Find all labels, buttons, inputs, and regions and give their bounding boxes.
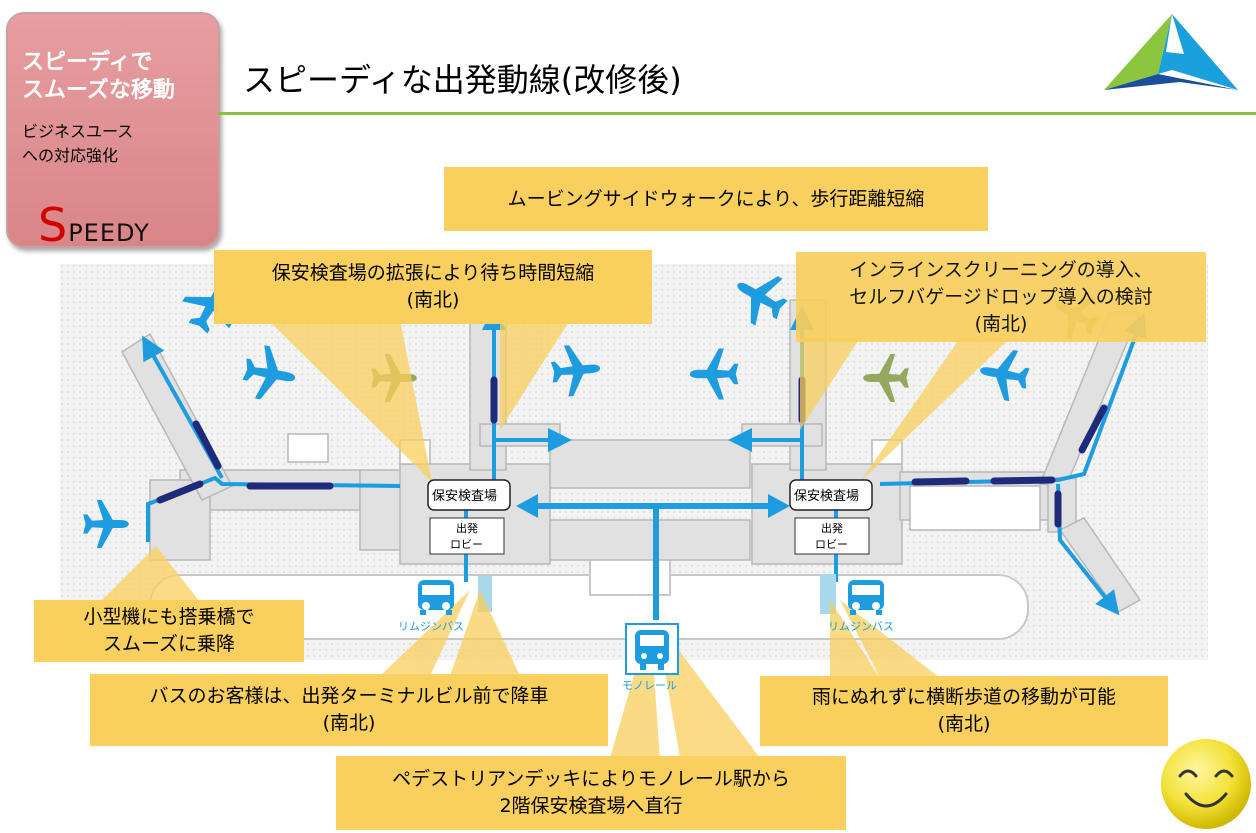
callout-security-line-2: (南北) (406, 289, 460, 311)
callout-small-aircraft: 小型機にも搭乗橋で スムーズに乗降 (34, 600, 304, 662)
smiley-icon (1161, 739, 1251, 829)
title-divider (218, 112, 1256, 115)
callout-inline-line-3: (南北) (974, 312, 1028, 335)
monorail-icon (625, 623, 679, 675)
callout-inline-line-1: インラインスクリーニングの導入、 (849, 258, 1153, 281)
security-label-right: 保安検査場 (794, 489, 860, 504)
security-checkpoint-left (427, 479, 511, 511)
security-label-left: 保安検査場 (432, 489, 498, 504)
badge-line-1: スピーディで (22, 50, 153, 75)
callout-moving-walkway: ムービングサイドウォークにより、歩行距離短縮 (444, 167, 988, 231)
badge-line-2: スムーズな移動 (22, 78, 175, 103)
lobby-label-right-1: 出発 (821, 522, 843, 535)
callout-rain-line-2: (南北) (937, 713, 991, 735)
page-title: スピーディな出発動線(改修後) (243, 61, 682, 99)
bus-icon (848, 580, 884, 615)
speedy-initial: S (38, 198, 69, 252)
security-checkpoint-right (789, 479, 873, 511)
bus-label-right: リムジンバス (828, 620, 894, 633)
callout-rain-line-1: 雨にぬれずに横断歩道の移動が可能 (811, 686, 1116, 708)
lobby-label-right-2: ロビー (815, 538, 848, 551)
callout-bus-line-2: (南北) (322, 712, 376, 734)
monorail-label: モノレール (622, 679, 677, 692)
callout-deck-line-1: ペデストリアンデッキによりモノレール駅から (392, 768, 790, 790)
speedy-rest: PEEDY (68, 219, 150, 247)
lobby-label-left-2: ロビー (450, 538, 483, 551)
departure-lobby-left (429, 517, 505, 555)
callout-small-line-2: スムーズに乗降 (102, 633, 236, 655)
logo-icon (1104, 14, 1238, 90)
callout-small-line-1: 小型機にも搭乗橋で (83, 606, 255, 628)
bus-label-left: リムジンバス (398, 620, 464, 633)
speedy-badge: スピーディで スムーズな移動 ビジネスユース への対応強化 SPEEDY (6, 12, 220, 252)
callout-bus-dropoff: バスのお客様は、出発ターミナルビル前で降車 (南北) (90, 674, 608, 746)
callout-security-expansion: 保安検査場の拡張により待ち時間短縮 (南北) (214, 250, 652, 324)
callout-bus-line-1: バスのお客様は、出発ターミナルビル前で降車 (149, 685, 549, 707)
callout-moving-walkway-text: ムービングサイドウォークにより、歩行距離短縮 (507, 187, 925, 210)
callout-inline-screening: インラインスクリーニングの導入、 セルフバゲージドロップ導入の検討 (南北) (796, 252, 1206, 342)
callout-rain-crossing: 雨にぬれずに横断歩道の移動が可能 (南北) (760, 676, 1168, 746)
speedy-logo-text: SPEEDY (38, 198, 150, 252)
lobby-label-left-1: 出発 (456, 522, 478, 535)
departure-lobby-right (794, 517, 870, 555)
terminal-building (121, 299, 1142, 613)
bus-icon (418, 580, 454, 615)
callout-deck-line-2: 2階保安検査場へ直行 (499, 795, 683, 817)
callout-inline-line-2: セルフバゲージドロップ導入の検討 (849, 285, 1153, 308)
badge-line-4: への対応強化 (22, 146, 119, 165)
callout-pedestrian-deck: ペデストリアンデッキによりモノレール駅から 2階保安検査場へ直行 (336, 756, 846, 830)
badge-line-3: ビジネスユース (22, 122, 134, 141)
callout-security-line-1: 保安検査場の拡張により待ち時間短縮 (271, 262, 595, 284)
